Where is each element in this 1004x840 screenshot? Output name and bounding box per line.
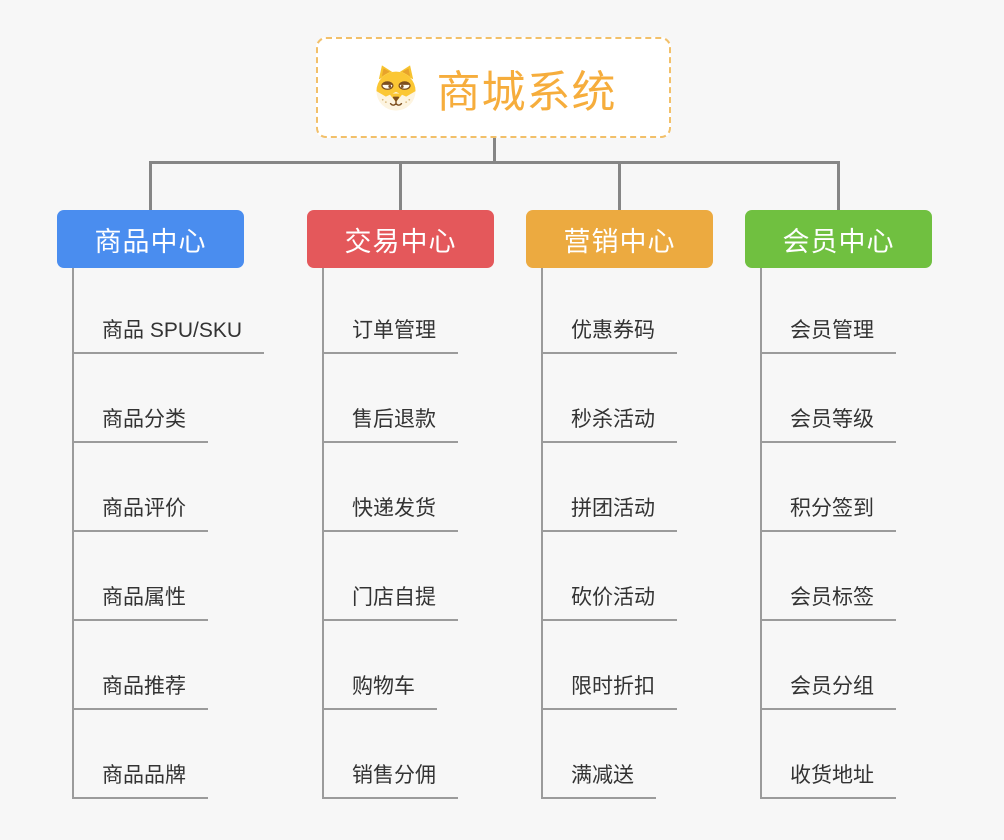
leaf-node[interactable]: 售后退款 [322,407,458,443]
leaf-node[interactable]: 商品分类 [72,407,208,443]
root-node[interactable]: 商城系统 [316,37,671,138]
branch-bus-connector [149,161,840,164]
leaf-node[interactable]: 会员标签 [760,585,896,621]
branch-drop-connector [618,163,621,210]
leaf-node[interactable]: 商品品牌 [72,763,208,799]
leaf-node[interactable]: 门店自提 [322,585,458,621]
leaf-node[interactable]: 限时折扣 [541,674,677,710]
branch-child-connector [760,268,762,799]
branch-child-connector [541,268,543,799]
branch-header-trade-center[interactable]: 交易中心 [307,210,494,268]
leaf-node[interactable]: 会员分组 [760,674,896,710]
branch-header-marketing-center[interactable]: 营销中心 [526,210,713,268]
leaf-node[interactable]: 购物车 [322,674,437,710]
leaf-node[interactable]: 商品 SPU/SKU [72,318,265,354]
root-stem-connector [493,138,496,163]
leaf-node[interactable]: 商品推荐 [72,674,208,710]
branch-label: 交易中心 [344,226,457,257]
root-title: 商城系统 [436,67,617,117]
branch-header-member-center[interactable]: 会员中心 [745,210,932,268]
leaf-node[interactable]: 砍价活动 [541,585,677,621]
leaf-node[interactable]: 销售分佣 [322,763,458,799]
leaf-node[interactable]: 拼团活动 [541,496,677,532]
branch-marketing-center: 营销中心 优惠券码 秒杀活动 拼团活动 砍价活动 限时折扣 满减送 [526,163,776,820]
doge-icon [371,61,421,115]
leaf-node[interactable]: 满减送 [541,763,656,799]
branch-label: 会员中心 [782,226,895,257]
leaf-node[interactable]: 会员管理 [760,318,896,354]
leaf-node[interactable]: 优惠券码 [541,318,677,354]
leaf-node[interactable]: 商品评价 [72,496,208,532]
branch-label: 商品中心 [94,226,207,257]
branch-child-connector [72,268,74,799]
branch-member-center: 会员中心 会员管理 会员等级 积分签到 会员标签 会员分组 收货地址 [745,163,995,820]
leaf-node[interactable]: 积分签到 [760,496,896,532]
branch-drop-connector [399,163,402,210]
branch-drop-connector [837,163,840,210]
leaf-node[interactable]: 快递发货 [322,496,458,532]
branch-product-center: 商品中心 商品 SPU/SKU 商品分类 商品评价 商品属性 商品推荐 商品品牌 [57,163,307,820]
branch-child-connector [322,268,324,799]
branch-drop-connector [149,163,152,210]
leaf-node[interactable]: 订单管理 [322,318,458,354]
leaf-node[interactable]: 秒杀活动 [541,407,677,443]
leaf-node[interactable]: 商品属性 [72,585,208,621]
branch-label: 营销中心 [563,226,676,257]
branch-header-product-center[interactable]: 商品中心 [57,210,244,268]
leaf-node[interactable]: 会员等级 [760,407,896,443]
branch-trade-center: 交易中心 订单管理 售后退款 快递发货 门店自提 购物车 销售分佣 [307,163,557,820]
leaf-node[interactable]: 收货地址 [760,763,896,799]
